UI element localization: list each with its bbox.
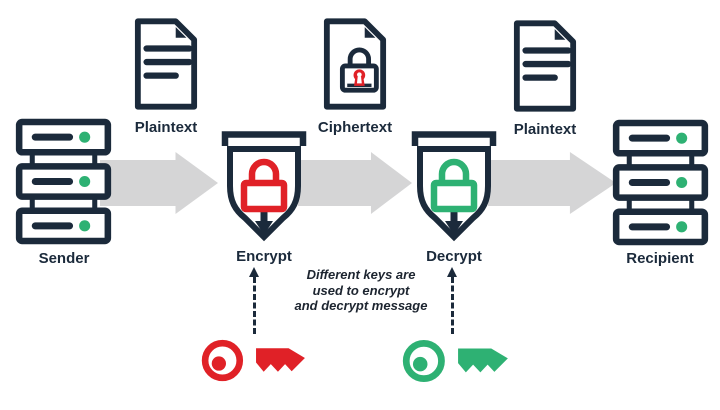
plaintext-input-label: Plaintext <box>134 119 198 136</box>
annotation-line-3: and decrypt message <box>294 298 428 313</box>
recipient-label: Recipient <box>626 250 694 267</box>
decryption-key-icon <box>400 337 512 385</box>
plaintext-input-document-icon <box>133 16 199 112</box>
keys-annotation: Different keys are used to encrypt and d… <box>264 267 458 314</box>
ciphertext-label: Ciphertext <box>317 119 393 136</box>
encrypt-shield-lock-icon <box>217 128 311 252</box>
dashed-line <box>252 277 256 334</box>
dashed-arrow-encryption-key <box>248 267 260 334</box>
flow-arrow-decrypt-to-recipient <box>488 152 616 214</box>
recipient-server-icon <box>612 119 709 246</box>
encryption-key-icon <box>199 337 309 384</box>
arrow-up-icon <box>447 267 457 277</box>
annotation-line-1: Different keys are <box>306 267 416 282</box>
plaintext-output-document-icon <box>512 18 578 114</box>
sender-server-icon <box>15 118 112 245</box>
arrow-up-icon <box>249 267 259 277</box>
sender-label: Sender <box>38 250 90 267</box>
dashed-arrow-decryption-key <box>446 267 458 334</box>
decrypt-shield-lock-icon <box>407 128 501 252</box>
flow-arrow-encrypt-to-decrypt <box>298 152 412 214</box>
ciphertext-document-icon <box>322 16 388 112</box>
encrypt-label: Encrypt <box>236 248 292 265</box>
dashed-line <box>450 277 454 334</box>
annotation-line-2: used to encrypt <box>312 282 410 298</box>
plaintext-output-label: Plaintext <box>513 121 577 138</box>
decrypt-label: Decrypt <box>426 248 482 265</box>
flow-arrow-sender-to-encrypt <box>100 152 218 214</box>
